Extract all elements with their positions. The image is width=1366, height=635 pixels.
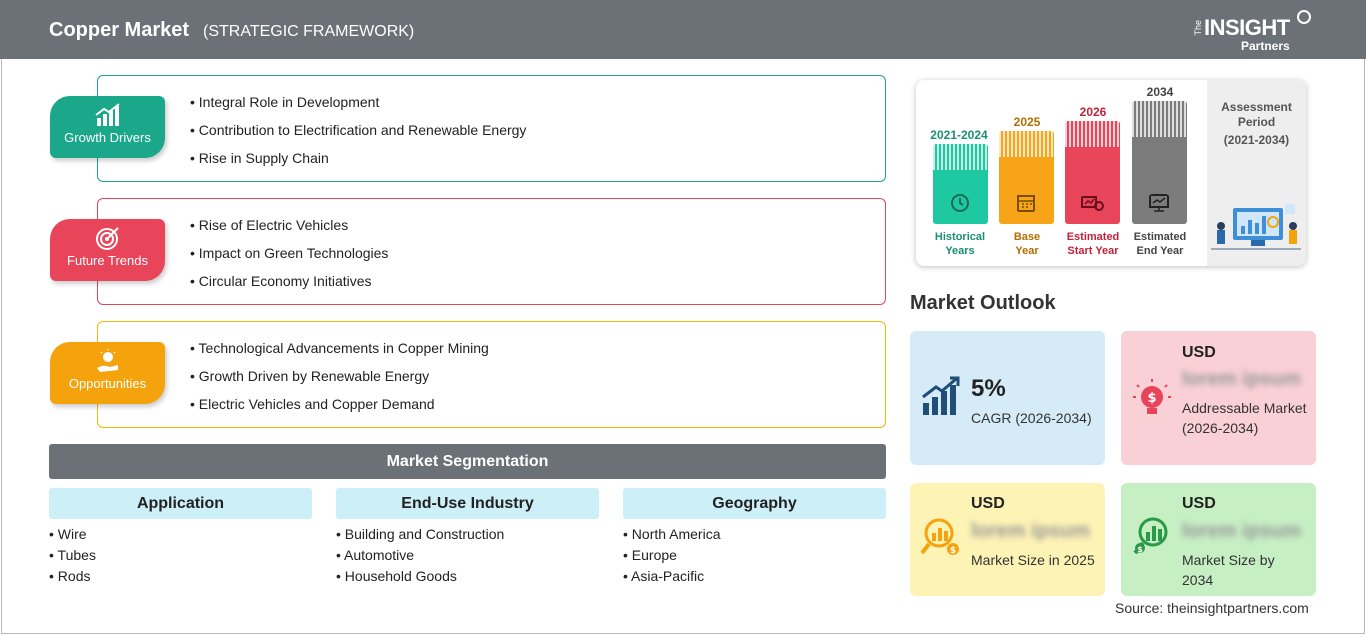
svg-text:$: $: [1137, 545, 1143, 554]
svg-text:$: $: [950, 546, 956, 556]
logo-insight: INSIGHT: [1204, 15, 1290, 40]
opportunities-tag: Opportunities: [50, 342, 165, 404]
list-item: Asia-Pacific: [623, 568, 886, 589]
future-trends-tag: Future Trends: [50, 219, 165, 281]
addressable-value: lorem ipsum: [1182, 368, 1301, 390]
svg-text:$: $: [1147, 391, 1156, 406]
list-item: Circular Economy Initiatives: [190, 273, 388, 301]
company-logo[interactable]: The INSIGHT Partners: [1193, 10, 1323, 54]
opportunities-label: Opportunities: [68, 376, 147, 391]
assessment-panel: Assessment Period (2021-2034): [1207, 80, 1306, 266]
timeline-bar-estimated-start: [1065, 121, 1120, 224]
list-item: Wire: [49, 526, 312, 547]
size-2025-value: lorem ipsum: [971, 520, 1090, 542]
market-segmentation-bar: Market Segmentation: [49, 444, 886, 479]
list-item: Building and Construction: [336, 526, 599, 547]
magnifier-chart-icon: $: [1133, 517, 1168, 555]
logo-the: The: [1193, 20, 1203, 36]
logo-ring-icon: [1297, 10, 1311, 24]
assessment-title: Assessment Period: [1221, 100, 1292, 129]
list-item: Impact on Green Technologies: [190, 245, 389, 273]
future-trends-label: Future Trends: [67, 253, 148, 268]
addressable-label: Addressable Market (2026-2034): [1182, 400, 1307, 436]
cagr-label: CAGR (2026-2034): [971, 410, 1092, 426]
list-item: Automotive: [336, 547, 599, 568]
cagr-value: 5%: [971, 375, 1006, 402]
list-item: Integral Role in Development: [190, 94, 526, 122]
chart-board-icon: [1081, 196, 1104, 211]
content-frame: [1, 59, 1365, 634]
market-size-2025-card: $ USD lorem ipsum Market Size in 2025: [910, 483, 1105, 596]
list-item: Growth Driven by Renewable Energy: [190, 368, 489, 396]
list-item: Tubes: [49, 547, 312, 568]
opportunities-box: Technological Advancements in Copper Min…: [97, 321, 886, 428]
analytics-people-icon: [1211, 204, 1301, 250]
addressable-market-card: $ USD lorem ipsum Addressable Market (20…: [1121, 331, 1316, 465]
growth-drivers-tag: Growth Drivers: [50, 96, 165, 158]
timeline-bar-base: [999, 131, 1054, 224]
timeline-year: 2026: [1079, 105, 1107, 119]
list-item: Rods: [49, 568, 312, 589]
growth-drivers-label: Growth Drivers: [64, 130, 151, 145]
page-title: Copper Market: [49, 19, 190, 41]
timeline-bar-historical: [933, 144, 988, 224]
logo-partners: Partners: [1241, 39, 1290, 53]
timeline-bar-estimated-end: [1132, 101, 1187, 224]
opportunities-list: Technological Advancements in Copper Min…: [190, 340, 489, 424]
segment-header: Application: [49, 488, 312, 519]
segment-end-use-industry: End-Use Industry Building and Constructi…: [336, 488, 599, 589]
size-2034-usd: USD: [1182, 495, 1216, 512]
future-trends-list: Rise of Electric Vehicles Impact on Gree…: [190, 217, 389, 301]
size-2025-label: Market Size in 2025: [971, 552, 1095, 568]
calendar-icon: [1017, 195, 1035, 212]
page-subtitle: (STRATEGIC FRAMEWORK): [203, 23, 415, 40]
source-credit[interactable]: Source: theinsightpartners.com: [1115, 600, 1309, 616]
segment-header: End-Use Industry: [336, 488, 599, 519]
header-bar: Copper Market (STRATEGIC FRAMEWORK) The …: [0, 0, 1366, 59]
target-icon: [95, 227, 119, 250]
lightbulb-hand-icon: [96, 349, 118, 372]
idea-dollar-icon: $: [1133, 379, 1171, 414]
presentation-icon: [1149, 194, 1169, 212]
magnifier-chart-icon: $: [920, 518, 959, 556]
list-item: Electric Vehicles and Copper Demand: [190, 396, 489, 424]
list-item: Rise of Electric Vehicles: [190, 217, 388, 245]
cagr-card: 5% CAGR (2026-2034): [910, 331, 1105, 465]
addressable-usd: USD: [1182, 344, 1216, 361]
list-item: Contribution to Electrification and Rene…: [190, 122, 527, 150]
list-item: Rise in Supply Chain: [190, 150, 526, 178]
growth-drivers-box: Integral Role in Development Contributio…: [97, 75, 886, 182]
segment-header: Geography: [623, 488, 886, 519]
timeline-year: 2034: [1146, 85, 1174, 99]
timeline-year: 2021-2024: [930, 128, 988, 142]
list-item: North America: [623, 526, 886, 547]
market-size-2034-card: $ USD lorem ipsum Market Size by 2034: [1121, 483, 1316, 596]
segment-application: Application Wire Tubes Rods: [49, 488, 312, 589]
future-trends-box: Rise of Electric Vehicles Impact on Gree…: [97, 198, 886, 305]
growth-drivers-list: Integral Role in Development Contributio…: [190, 94, 527, 178]
bar-chart-icon: [94, 103, 120, 126]
list-item: Technological Advancements in Copper Min…: [190, 340, 489, 368]
list-item: Europe: [623, 547, 886, 568]
assessment-period: (2021-2034): [1223, 133, 1290, 147]
list-item: Household Goods: [336, 568, 599, 589]
market-outlook-title: Market Outlook: [910, 292, 1056, 314]
segment-geography: Geography North America Europe Asia-Paci…: [623, 488, 886, 589]
size-2034-label: Market Size by 2034: [1182, 552, 1275, 588]
growth-chart-icon: [922, 376, 960, 415]
timeline-year: 2025: [1013, 115, 1041, 129]
size-2025-usd: USD: [971, 495, 1005, 512]
size-2034-value: lorem ipsum: [1182, 520, 1301, 542]
history-icon: [951, 194, 969, 212]
